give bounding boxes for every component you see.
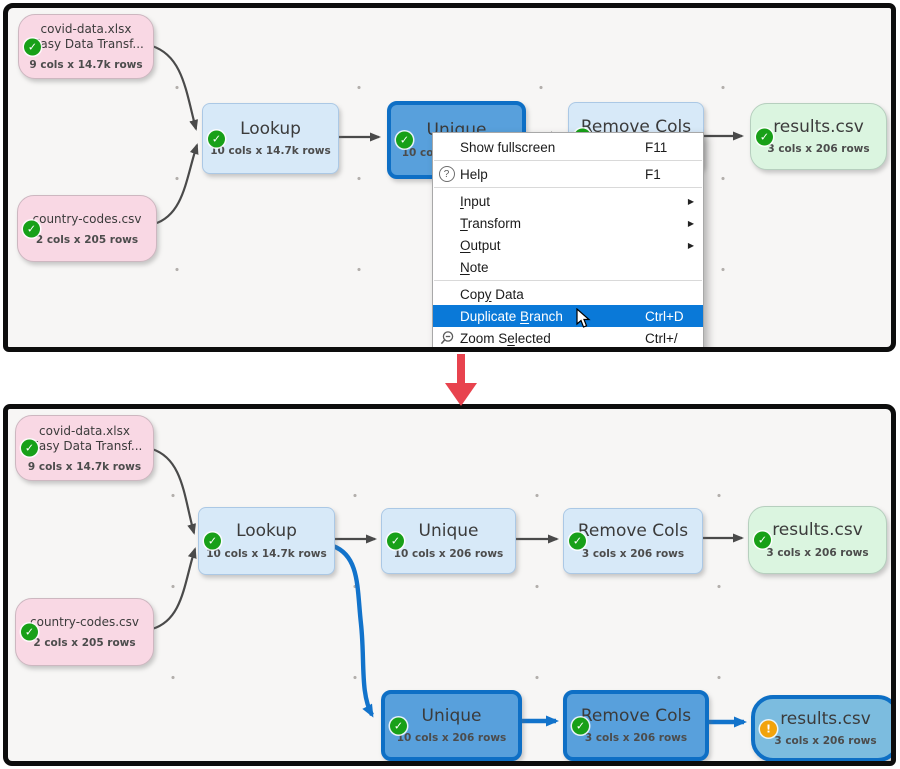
canvas-after: ✓ covid-data.xlsx [Easy Data Transf... 9…: [3, 404, 896, 766]
node-remove-cols-duplicate-selected[interactable]: ✓ Remove Cols 3 cols x 206 rows: [563, 690, 709, 761]
status-ok-icon: ✓: [387, 532, 404, 550]
menu-item-copy-data[interactable]: Copy Data: [460, 286, 524, 302]
node-subtitle: 2 cols x 205 rows: [35, 233, 139, 246]
transition-down-arrow-icon: [445, 354, 477, 406]
context-menu: Show fullscreen F11 ? Help F1 Input ▶ Tr…: [432, 132, 704, 347]
connectors-after: [151, 447, 747, 728]
node-title: Remove Cols: [580, 116, 692, 137]
node-title: Unique: [421, 705, 482, 726]
menu-item-zoom-selected[interactable]: Zoom Selected Ctrl+/: [433, 327, 703, 347]
node-covid-data[interactable]: ✓ covid-data.xlsx [Easy Data Transf... 9…: [15, 415, 154, 481]
node-title: Remove Cols: [577, 521, 689, 542]
menu-item-note[interactable]: Note: [460, 259, 489, 275]
submenu-arrow-icon: ▶: [687, 240, 694, 250]
connector-country-lookup: [153, 143, 199, 226]
node-title: results.csv: [773, 116, 864, 137]
shortcut: F1: [645, 166, 661, 182]
node-title: country-codes.csv: [32, 211, 142, 226]
node-title: Lookup: [240, 118, 301, 139]
connector-covid-lookup: [151, 447, 196, 535]
node-title: covid-data.xlsx: [39, 423, 130, 438]
node-subtitle: 3 cols x 206 rows: [581, 547, 685, 560]
node-results[interactable]: ✓ results.csv 3 cols x 206 rows: [748, 506, 887, 574]
node-subtitle: 9 cols x 14.7k rows: [29, 59, 143, 71]
status-ok-icon: ✓: [208, 130, 225, 147]
menu-item-input[interactable]: Input ▶: [460, 193, 694, 209]
node-subtitle: 3 cols x 206 rows: [584, 732, 688, 745]
node-unique[interactable]: ✓ Unique 10 cols x 206 rows: [381, 508, 516, 574]
zoom-out-icon: [440, 331, 453, 345]
shortcut: F11: [645, 139, 668, 155]
status-ok-icon: ✓: [756, 128, 773, 145]
node-results-duplicate-selected[interactable]: ! results.csv 3 cols x 206 rows: [751, 695, 891, 761]
menu-item-help[interactable]: ? Help F1: [433, 163, 703, 185]
node-subtitle: 3 cols x 206 rows: [774, 735, 877, 748]
node-results[interactable]: ✓ results.csv 3 cols x 206 rows: [750, 103, 887, 170]
node-country-codes[interactable]: ✓ country-codes.csv 2 cols x 205 rows: [15, 598, 154, 666]
shortcut: Ctrl+D: [645, 308, 684, 324]
node-title: covid-data.xlsx: [40, 22, 132, 36]
node-subtitle: 3 cols x 206 rows: [767, 143, 870, 156]
node-subtitle: 3 cols x 206 rows: [766, 546, 869, 559]
node-subtitle: 2 cols x 205 rows: [33, 637, 136, 649]
node-title: results.csv: [772, 520, 863, 541]
status-ok-icon: ✓: [21, 439, 38, 457]
node-subtitle: 10 cols x 206 rows: [393, 547, 504, 560]
status-warning-icon: !: [760, 720, 777, 737]
node-country-codes[interactable]: ✓ country-codes.csv 2 cols x 205 rows: [17, 195, 157, 262]
submenu-arrow-icon: ▶: [687, 196, 694, 206]
node-lookup[interactable]: ✓ Lookup 10 cols x 14.7k rows: [202, 103, 339, 174]
connector-lookup-unique2-selected: [332, 543, 374, 718]
node-subtitle: 10 cols x 14.7k rows: [206, 547, 327, 560]
menu-item-transform[interactable]: Transform ▶: [460, 215, 694, 231]
shortcut: Ctrl+/: [645, 330, 678, 346]
node-subtitle: 10 cols x 206 rows: [396, 732, 507, 745]
submenu-arrow-icon: ▶: [687, 218, 694, 228]
status-ok-icon: ✓: [396, 131, 413, 149]
node-covid-data[interactable]: ✓ covid-data.xlsx [Easy Data Transf... 9…: [18, 14, 154, 79]
status-ok-icon: ✓: [390, 717, 407, 734]
node-title: Unique: [418, 521, 479, 542]
menu-item-output[interactable]: Output ▶: [460, 237, 694, 253]
node-unique-duplicate-selected[interactable]: ✓ Unique 10 cols x 206 rows: [381, 690, 522, 761]
canvas-before: ✓ covid-data.xlsx [Easy Data Transf... 9…: [3, 3, 896, 352]
status-ok-icon: ✓: [572, 717, 589, 734]
node-title: country-codes.csv: [30, 615, 139, 629]
menu-item-show-fullscreen[interactable]: Show fullscreen F11: [433, 136, 703, 158]
menu-separator: [434, 280, 702, 281]
connector-covid-lookup: [151, 44, 198, 131]
node-subtitle: 9 cols x 14.7k rows: [27, 460, 142, 473]
status-ok-icon: ✓: [754, 531, 771, 549]
connector-country-lookup: [151, 547, 197, 631]
status-ok-icon: ✓: [21, 623, 38, 641]
status-ok-icon: ✓: [569, 532, 586, 550]
node-title: Lookup: [236, 521, 297, 542]
status-ok-icon: ✓: [24, 38, 41, 55]
help-icon: ?: [438, 166, 455, 182]
menu-separator: [434, 187, 702, 188]
menu-item-duplicate-branch[interactable]: Duplicate Branch Ctrl+D: [433, 305, 703, 327]
node-remove-cols[interactable]: ✓ Remove Cols 3 cols x 206 rows: [563, 508, 703, 574]
menu-separator: [434, 160, 702, 161]
node-lookup[interactable]: ✓ Lookup 10 cols x 14.7k rows: [198, 507, 335, 575]
mouse-cursor: [576, 308, 591, 328]
node-subtitle: 10 cols x 14.7k rows: [210, 145, 331, 158]
status-ok-icon: ✓: [23, 220, 40, 237]
node-title: Remove Cols: [580, 705, 692, 726]
status-ok-icon: ✓: [204, 532, 221, 550]
node-title-line2: [Easy Data Transf...: [28, 37, 144, 51]
node-title-line2: [Easy Data Transf...: [26, 438, 143, 453]
node-title: results.csv: [780, 708, 871, 729]
